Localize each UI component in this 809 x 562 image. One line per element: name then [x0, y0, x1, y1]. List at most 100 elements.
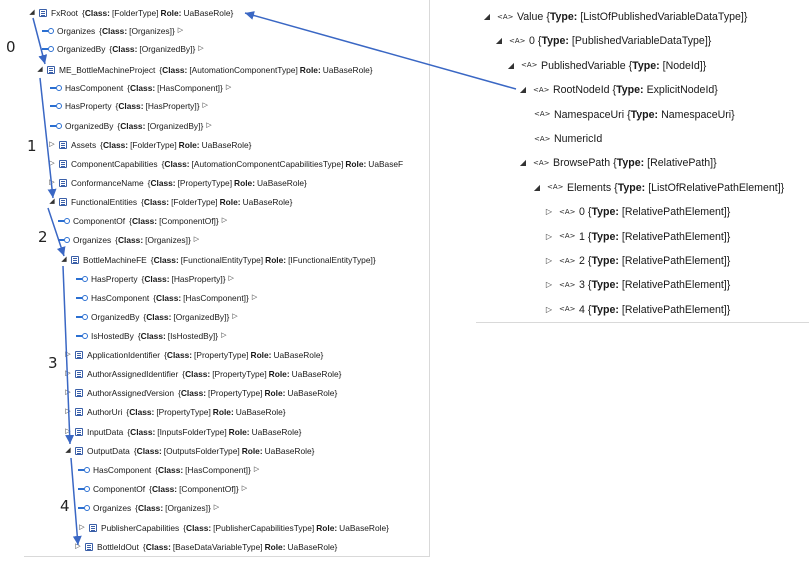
tree-row-outputdata[interactable]: ◢OutputData{Class:[OutputsFolderType]Rol… [64, 442, 314, 460]
role-value: UaBaseRole [235, 407, 283, 417]
value-row-0[interactable]: ◢<A>0{Type:[PublishedVariableDataType]} [494, 29, 711, 53]
tree-row-hascomponent[interactable]: HasComponent{Class:[HasComponent]}▷ [78, 461, 259, 479]
value-row-0[interactable]: ▷<A>0{Type:[RelativePathElement]} [544, 200, 730, 224]
tree-row-hascomponent[interactable]: HasComponent{Class:[HasComponent]}▷ [50, 79, 231, 97]
expand-arrow-icon[interactable]: ▷ [228, 275, 234, 282]
expand-toggle-icon[interactable]: ▷ [49, 179, 55, 186]
type-value: [ListOfPublishedVariableDataType] [580, 11, 744, 23]
expand-arrow-icon[interactable]: ▷ [253, 466, 260, 473]
expand-arrow-icon[interactable]: ▷ [198, 45, 204, 52]
class-key: Class: [153, 255, 179, 265]
tree-row-ishostedby[interactable]: IsHostedBy{Class:[IsHostedBy]}▷ [76, 327, 226, 345]
class-key: Class: [151, 484, 178, 494]
attribute-icon: <A> [497, 12, 514, 21]
expand-toggle-icon[interactable]: ▷ [65, 351, 71, 358]
object-node-icon [75, 408, 83, 416]
tree-row-conformancename[interactable]: ▷ConformanceName{Class:[PropertyType]Rol… [48, 174, 307, 192]
expand-toggle-icon[interactable]: ▷ [65, 389, 71, 396]
tree-row-bottleidout[interactable]: ▷BottleIdOut{Class:[BaseDataVariableType… [74, 538, 337, 556]
node-name: BottleMachineFE [83, 255, 147, 265]
expand-toggle-icon[interactable]: ▷ [65, 428, 71, 435]
value-row-1[interactable]: ▷<A>1{Type:[RelativePathElement]} [544, 225, 730, 249]
expand-toggle-icon[interactable]: ◢ [519, 158, 527, 168]
expand-toggle-icon[interactable]: ▷ [79, 524, 85, 531]
value-row-rootnodeid[interactable]: ◢<A>RootNodeId{Type:ExplicitNodeId} [518, 78, 718, 102]
tree-row-fxroot[interactable]: ◢FxRoot{Class:[FolderType]Role:UaBaseRol… [28, 4, 233, 22]
value-row-numericid[interactable]: <A>NumericId [534, 127, 602, 151]
expand-toggle-icon[interactable]: ▷ [545, 207, 553, 217]
tree-row-hasproperty[interactable]: HasProperty{Class:[HasProperty]}▷ [50, 97, 208, 115]
value-row-namespaceuri[interactable]: <A>NamespaceUri{Type:NamespaceUri} [534, 103, 735, 127]
tree-row-organizes[interactable]: Organizes{Class:[Organizes]}▷ [42, 22, 183, 40]
expand-toggle-icon[interactable]: ◢ [495, 36, 503, 46]
step-label-3: 3 [48, 354, 58, 372]
brace-open: { [149, 484, 152, 494]
value-row-2[interactable]: ▷<A>2{Type:[RelativePathElement]} [544, 249, 730, 273]
class-key: Class: [166, 350, 193, 360]
expand-arrow-icon[interactable]: ▷ [206, 122, 212, 129]
tree-row-authorassignedversion[interactable]: ▷AuthorAssignedVersion{Class:[PropertyTy… [64, 384, 337, 402]
expand-arrow-icon[interactable]: ▷ [221, 217, 228, 224]
expand-toggle-icon[interactable]: ◢ [483, 12, 491, 21]
expand-toggle-icon[interactable]: ◢ [49, 198, 55, 205]
tree-row-organizedby[interactable]: OrganizedBy{Class:[OrganizedBy]}▷ [76, 308, 238, 326]
brace-open: { [155, 465, 159, 475]
expand-toggle-icon[interactable]: ◢ [519, 85, 527, 95]
tree-row-organizes[interactable]: Organizes{Class:[Organizes]}▷ [78, 499, 219, 517]
expand-toggle-icon[interactable]: ◢ [61, 256, 67, 263]
tree-row-organizedby[interactable]: OrganizedBy{Class:[OrganizedBy]}▷ [50, 117, 212, 135]
tree-row-organizes[interactable]: Organizes{Class:[Organizes]}▷ [58, 231, 199, 249]
brace-open: { [115, 101, 119, 111]
expand-toggle-icon[interactable]: ▷ [65, 408, 71, 415]
tree-row-functionalentities[interactable]: ◢FunctionalEntities{Class:[FolderType]Ro… [48, 193, 292, 211]
tree-row-componentcapabilities[interactable]: ▷ComponentCapabilities{Class:[Automation… [48, 155, 403, 173]
expand-arrow-icon[interactable]: ▷ [232, 313, 238, 320]
expand-toggle-icon[interactable]: ◢ [507, 60, 515, 70]
expand-toggle-icon[interactable]: ◢ [65, 447, 71, 454]
tree-row-inputdata[interactable]: ▷InputData{Class:[InputsFolderType]Role:… [64, 423, 301, 441]
tree-row-hascomponent[interactable]: HasComponent{Class:[HasComponent]}▷ [76, 289, 257, 307]
expand-arrow-icon[interactable]: ▷ [225, 84, 232, 91]
expand-arrow-icon[interactable]: ▷ [241, 485, 248, 492]
expand-arrow-icon[interactable]: ▷ [202, 102, 208, 109]
tree-row-componentof[interactable]: ComponentOf{Class:[ComponentOf]}▷ [58, 212, 227, 230]
type-value: [NodeId] [662, 59, 703, 72]
value-row-3[interactable]: ▷<A>3{Type:[RelativePathElement]} [544, 273, 730, 297]
expand-toggle-icon[interactable]: ▷ [545, 256, 553, 265]
object-node-icon [59, 179, 67, 187]
tree-row-applicationidentifier[interactable]: ▷ApplicationIdentifier{Class:[PropertyTy… [64, 346, 323, 364]
expand-arrow-icon[interactable]: ▷ [251, 294, 258, 301]
value-row-browsepath[interactable]: ◢<A>BrowsePath{Type:[RelativePath]} [518, 151, 717, 175]
tree-row-hasproperty[interactable]: HasProperty{Class:[HasProperty]}▷ [76, 270, 234, 288]
brace-open: { [150, 255, 154, 265]
expand-toggle-icon[interactable]: ▷ [75, 543, 81, 550]
value-row-publishedvariable[interactable]: ◢<A>PublishedVariable{Type:[NodeId]} [506, 54, 706, 78]
expand-toggle-icon[interactable]: ▷ [545, 280, 553, 290]
tree-row-me_bottlemachineproject[interactable]: ◢ME_BottleMachineProject{Class:[Automati… [36, 61, 372, 79]
value-row-elements[interactable]: ◢<A>Elements{Type:[ListOfRelativePathEle… [532, 176, 784, 200]
expand-arrow-icon[interactable]: ▷ [177, 27, 184, 34]
expand-toggle-icon[interactable]: ◢ [37, 66, 43, 73]
expand-toggle-icon[interactable]: ▷ [65, 370, 71, 377]
value-row-value[interactable]: ◢<A>Value{Type:[ListOfPublishedVariableD… [482, 5, 747, 29]
value-structure-tree: ◢<A>Value{Type:[ListOfPublishedVariableD… [476, 0, 809, 323]
tree-row-assets[interactable]: ▷Assets{Class:[FolderType]Role:UaBaseRol… [48, 136, 251, 154]
expand-arrow-icon[interactable]: ▷ [193, 236, 200, 243]
expand-toggle-icon[interactable]: ▷ [545, 231, 553, 241]
tree-row-authorassignedidentifier[interactable]: ▷AuthorAssignedIdentifier{Class:[Propert… [64, 365, 341, 383]
expand-toggle-icon[interactable]: ◢ [29, 9, 35, 16]
tree-row-bottlemachinefe[interactable]: ◢BottleMachineFE{Class:[FunctionalEntity… [60, 251, 375, 269]
expand-arrow-icon[interactable]: ▷ [213, 504, 220, 511]
tree-row-componentof[interactable]: ComponentOf{Class:[ComponentOf]}▷ [78, 480, 247, 498]
brace-open: { [161, 159, 165, 169]
expand-arrow-icon[interactable]: ▷ [221, 332, 227, 339]
expand-toggle-icon[interactable]: ▷ [49, 141, 55, 148]
expand-toggle-icon[interactable]: ▷ [49, 160, 55, 167]
tree-row-authoruri[interactable]: ▷AuthorUri{Class:[PropertyType]Role:UaBa… [64, 403, 285, 421]
tree-row-publishercapabilities[interactable]: ▷PublisherCapabilities{Class:[PublisherC… [78, 519, 389, 537]
object-node-icon [59, 160, 67, 168]
tree-row-organizedby[interactable]: OrganizedBy{Class:[OrganizedBy]}▷ [42, 40, 204, 58]
value-row-4[interactable]: ▷<A>4{Type:[RelativePathElement]} [544, 298, 730, 322]
expand-toggle-icon[interactable]: ▷ [545, 304, 553, 314]
expand-toggle-icon[interactable]: ◢ [533, 182, 541, 192]
